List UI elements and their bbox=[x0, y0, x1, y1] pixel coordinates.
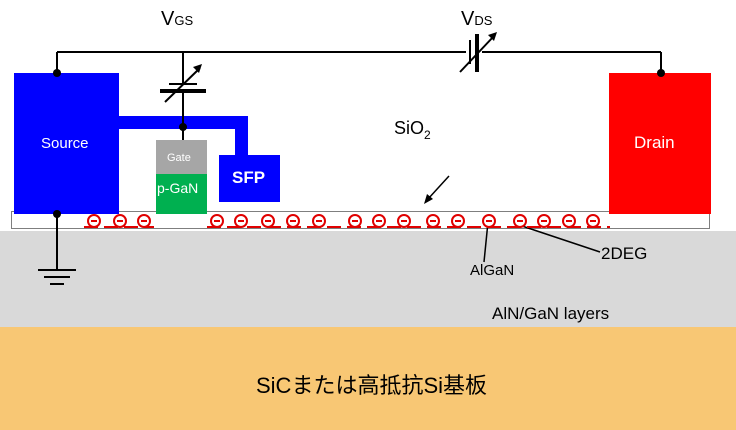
twodeg-pointer-arrow bbox=[515, 221, 601, 253]
gate-node-dot bbox=[179, 123, 187, 131]
source-electrode: Source bbox=[14, 73, 119, 214]
sio2-label: SiO2 bbox=[394, 118, 431, 142]
sfp-electrode: SFP bbox=[219, 155, 280, 202]
sio2-main: SiO bbox=[394, 118, 425, 138]
drain-electrode: Drain bbox=[609, 73, 711, 214]
source-node-dot bbox=[53, 69, 61, 77]
substrate-layer bbox=[0, 327, 736, 430]
pgan-label: p-GaN bbox=[157, 180, 199, 196]
substrate-label: SiCまたは高抵抗Si基板 bbox=[256, 373, 488, 398]
vds-main: V bbox=[461, 8, 475, 30]
vds-battery-icon bbox=[459, 32, 497, 73]
sfp-connection-vertical bbox=[235, 116, 248, 156]
ground-icon bbox=[38, 210, 76, 285]
gan-layers-label: AlN/GaN layers bbox=[492, 304, 610, 323]
sio2-pointer-arrow bbox=[424, 175, 450, 204]
vgs-label: VGS bbox=[161, 8, 193, 31]
twodeg-label: 2DEG bbox=[601, 244, 648, 263]
vgs-battery-icon bbox=[160, 64, 206, 103]
twodeg-electron-row bbox=[84, 214, 610, 228]
drain-node-dot bbox=[657, 69, 665, 77]
vgs-sub: GS bbox=[174, 13, 194, 28]
sfp-label: SFP bbox=[232, 168, 266, 187]
vds-sub: DS bbox=[474, 13, 493, 28]
pgan-layer: p-GaN bbox=[156, 174, 207, 214]
gate-electrode: Gate bbox=[156, 140, 207, 174]
vgs-main: V bbox=[161, 8, 175, 30]
algan-label: AlGaN bbox=[470, 262, 515, 279]
drain-label: Drain bbox=[634, 133, 675, 152]
gate-label: Gate bbox=[167, 152, 191, 164]
sio2-sub: 2 bbox=[424, 128, 431, 142]
vds-label: VDS bbox=[461, 8, 492, 31]
source-label: Source bbox=[41, 135, 89, 152]
aln-gan-layers bbox=[0, 231, 736, 327]
